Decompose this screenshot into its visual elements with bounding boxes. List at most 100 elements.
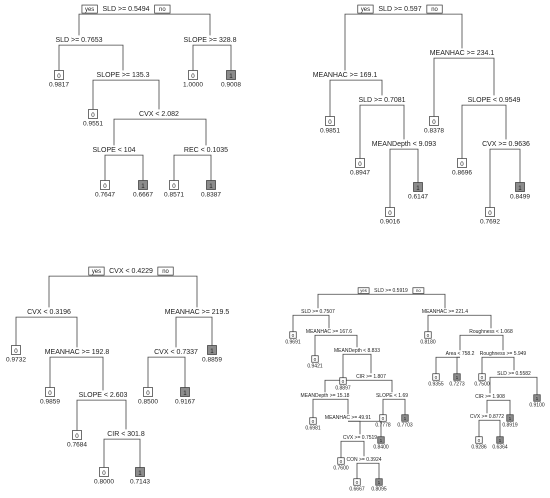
leaf-probability-label: 0.9100 bbox=[529, 403, 545, 409]
no-branch-label: no bbox=[162, 269, 169, 275]
tree-edge bbox=[76, 399, 103, 431]
leaf-node: 10.7273 bbox=[449, 373, 465, 388]
yes-branch-box bbox=[88, 266, 105, 276]
tree-edge bbox=[92, 79, 123, 110]
split-label-background bbox=[299, 308, 337, 315]
root-split-label: SLD >= 0.597 bbox=[378, 6, 421, 13]
tree-edge bbox=[77, 356, 104, 391]
tree-edge bbox=[15, 316, 49, 346]
leaf-class-label: 1 bbox=[209, 183, 213, 190]
leaf-probability-label: 0.7647 bbox=[95, 191, 115, 198]
split-label-background bbox=[341, 434, 379, 441]
tree-edge bbox=[131, 275, 198, 308]
leaf-node: 00.7684 bbox=[67, 430, 87, 448]
leaf-class-label: 0 bbox=[340, 459, 343, 465]
split-label: CVX >= 0.7519 bbox=[343, 435, 377, 441]
leaf-class-label: 0 bbox=[478, 438, 481, 444]
tree-edge bbox=[360, 440, 365, 457]
tree-edge bbox=[489, 148, 506, 208]
split-label: MEANHAC >= 219.5 bbox=[165, 309, 230, 316]
no-branch-label: no bbox=[416, 288, 421, 293]
leaf-class-label: 1 bbox=[499, 438, 502, 444]
tree-edge bbox=[356, 462, 364, 479]
split-label: MEANHAC >= 234.1 bbox=[430, 50, 495, 57]
split-label-background bbox=[103, 429, 149, 439]
leaf-class-box bbox=[309, 417, 317, 425]
split-label-background bbox=[466, 328, 516, 335]
leaf-class-label: 0 bbox=[435, 375, 438, 381]
leaf-class-box bbox=[475, 436, 483, 444]
leaf-class-label: 1 bbox=[138, 470, 142, 477]
leaf-class-box bbox=[72, 430, 82, 440]
split-label: SLD >= 0.7081 bbox=[358, 97, 405, 104]
leaf-class-label: 0 bbox=[57, 73, 61, 80]
leaf-node: 10.8095 bbox=[371, 478, 387, 493]
leaf-probability-label: 0.8696 bbox=[452, 169, 472, 176]
tree-edge bbox=[176, 356, 186, 388]
leaf-node: 00.8696 bbox=[452, 158, 472, 176]
tree-edge bbox=[486, 399, 490, 414]
leaf-node: 00.9817 bbox=[49, 70, 69, 88]
split-label: SLOPE < 104 bbox=[92, 147, 135, 154]
leaf-class-box bbox=[413, 182, 423, 192]
leaf-class-label: 0 bbox=[48, 390, 52, 397]
tree-edge bbox=[210, 44, 232, 71]
split-label: CON >= 0.3924 bbox=[346, 457, 381, 463]
leaf-class-label: 1 bbox=[456, 375, 459, 381]
leaf-class-label: 0 bbox=[358, 161, 362, 168]
no-branch-box bbox=[412, 287, 425, 294]
leaf-probability-label: 0.8919 bbox=[502, 423, 518, 429]
leaf-class-label: 0 bbox=[102, 470, 106, 477]
leaf-probability-label: 0.6667 bbox=[349, 487, 365, 493]
split-label: MEANHAC >= 221.4 bbox=[422, 309, 468, 315]
leaf-node: 00.8947 bbox=[350, 158, 370, 176]
tree-edge bbox=[103, 399, 127, 430]
leaf-class-label: 0 bbox=[460, 161, 464, 168]
leaf-node: 00.8897 bbox=[335, 377, 351, 392]
split-label-background bbox=[107, 266, 155, 276]
leaf-class-box bbox=[289, 331, 297, 339]
yes-branch-label: yes bbox=[360, 288, 367, 293]
leaf-node: 01.0000 bbox=[183, 70, 203, 88]
leaf-class-label: 0 bbox=[172, 183, 176, 190]
leaf-class-label: 0 bbox=[14, 348, 18, 355]
leaf-class-label: 1 bbox=[518, 185, 522, 192]
leaf-class-label: 0 bbox=[191, 73, 195, 80]
leaf-node: 10.6147 bbox=[408, 182, 428, 200]
root-split-label: SLD >= 0.5494 bbox=[102, 6, 149, 13]
yes-branch-box bbox=[357, 4, 374, 14]
tree-4-edges bbox=[292, 293, 538, 479]
split-label: MEANDepth < 9.093 bbox=[372, 141, 437, 148]
tree-edge bbox=[79, 44, 124, 71]
leaf-class-box bbox=[138, 180, 148, 190]
yes-branch-box bbox=[357, 287, 370, 294]
tree-edge bbox=[404, 148, 419, 183]
leaf-probability-label: 0.8378 bbox=[424, 127, 444, 134]
root-split-label: CVX < 0.4229 bbox=[109, 268, 153, 275]
leaf-node: 00.7647 bbox=[95, 180, 115, 198]
leaf-class-label: 0 bbox=[328, 119, 332, 126]
tree-edge bbox=[491, 334, 504, 351]
split-label-background bbox=[95, 70, 151, 80]
leaf-probability-label: 0.9851 bbox=[320, 127, 340, 134]
tree-edge bbox=[462, 57, 495, 96]
split-label-background bbox=[353, 373, 389, 380]
leaf-class-label: 1 bbox=[229, 73, 233, 80]
leaf-node: 10.8919 bbox=[502, 414, 518, 429]
split-label: SLD >= 0.5582 bbox=[497, 371, 531, 377]
leaf-class-box bbox=[496, 436, 504, 444]
leaf-probability-label: 0.8859 bbox=[202, 356, 222, 363]
split-label: SLOPE < 1.69 bbox=[376, 393, 408, 399]
split-label-background bbox=[332, 347, 382, 354]
leaf-probability-label: 0.9732 bbox=[6, 356, 26, 363]
split-label-background bbox=[182, 145, 230, 155]
leaf-class-label: 1 bbox=[183, 390, 187, 397]
leaf-class-label: 1 bbox=[416, 185, 420, 192]
leaf-class-box bbox=[311, 355, 319, 363]
tree-edge bbox=[175, 316, 197, 348]
tree-edge bbox=[433, 57, 462, 117]
tree-edge bbox=[325, 398, 349, 415]
leaf-class-box bbox=[432, 373, 440, 381]
